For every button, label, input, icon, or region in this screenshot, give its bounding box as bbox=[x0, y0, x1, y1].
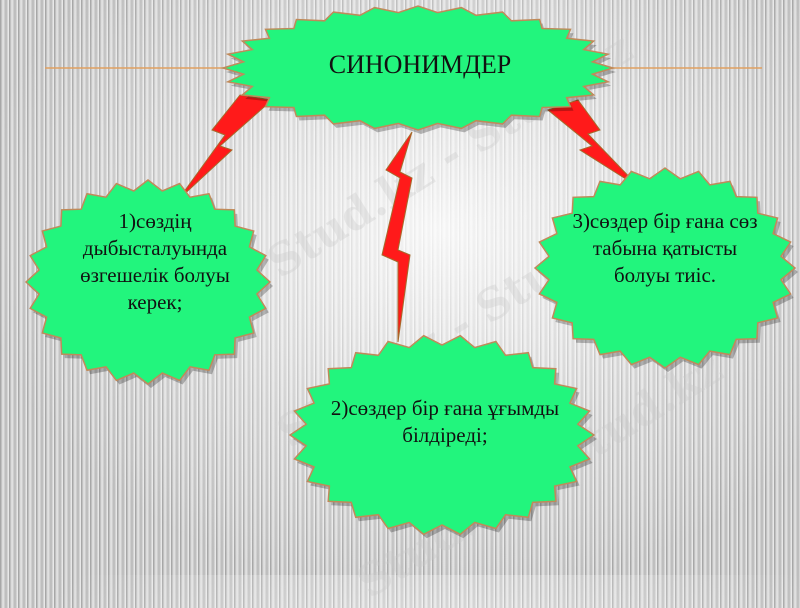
burst-item-2 bbox=[288, 334, 596, 536]
bolt-left bbox=[177, 94, 274, 201]
burst-item-3 bbox=[533, 167, 797, 369]
burst-item-1 bbox=[24, 179, 272, 385]
diagram-title: СИНОНИМДЕР bbox=[328, 50, 512, 79]
burst-title bbox=[220, 5, 616, 131]
bolt-middle bbox=[381, 131, 413, 343]
item-2-label: 2)сөздер бір ғана ұғымды білдіреді; bbox=[330, 396, 560, 447]
item-1-label: 1)сөздің дыбысталуында өзгешелік болуы к… bbox=[80, 209, 230, 314]
bolt-right bbox=[546, 99, 641, 189]
diagram-canvas bbox=[24, 5, 798, 539]
item-3-label: 3)сөздер бір ғана сөз табына қатысты бол… bbox=[572, 209, 758, 287]
